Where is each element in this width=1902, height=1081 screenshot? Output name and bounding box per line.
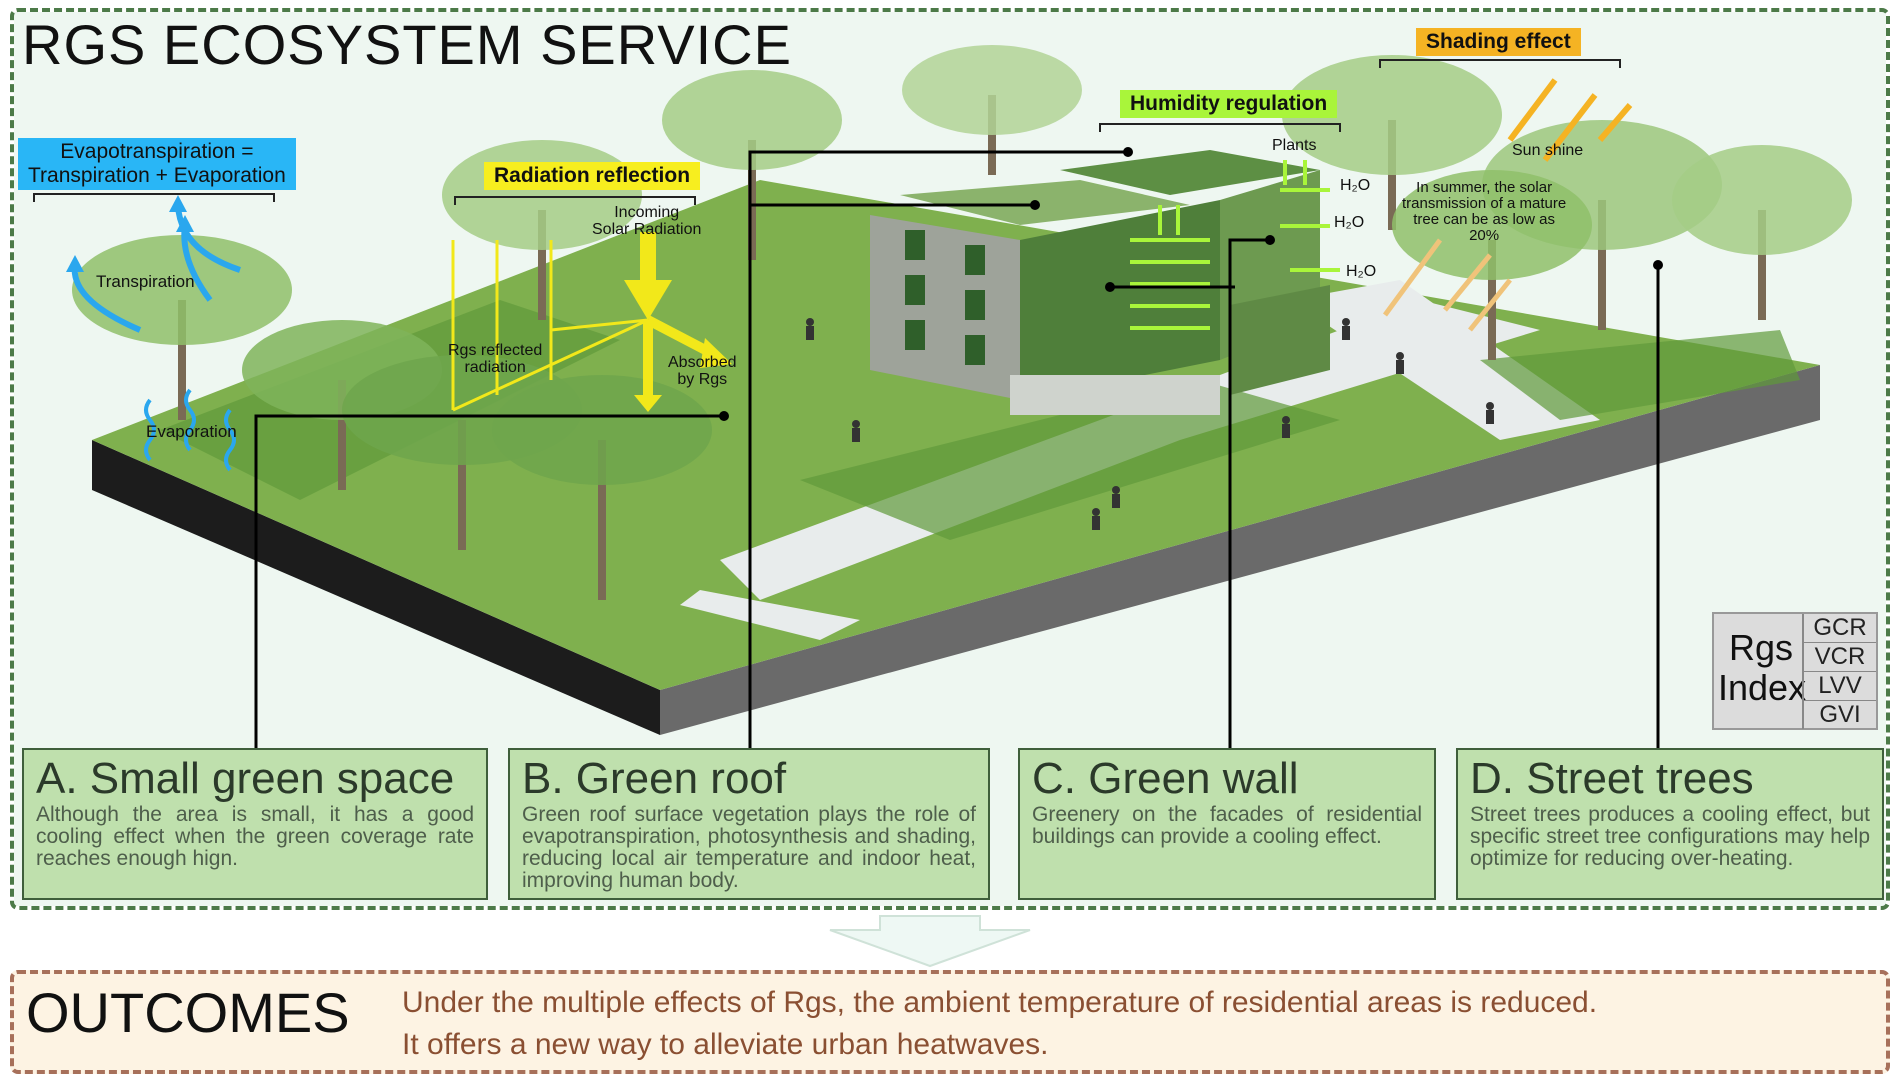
absorbed-line-1: Absorbed: [668, 354, 737, 371]
card-text: Green roof surface vegetation plays the …: [522, 803, 976, 892]
solar-note-line-1: In summer, the solar: [1416, 179, 1553, 196]
transpiration-arrows: [71, 204, 241, 333]
evapotranspiration-tag: Evapotranspiration = Transpiration + Eva…: [18, 138, 296, 190]
humidity-regulation-tag: Humidity regulation: [1120, 90, 1338, 118]
outcomes-title: OUTCOMES: [26, 981, 350, 1044]
rgs-index-item: VCR: [1802, 643, 1876, 672]
outcomes-panel: OUTCOMES Under the multiple effects of R…: [10, 970, 1890, 1074]
evapotranspiration-line-1: Evapotranspiration =: [60, 140, 254, 163]
green-wall-annex: [1230, 285, 1330, 395]
rgs-index-label-line-1: Rgs: [1728, 627, 1794, 668]
reflected-line-1: Rgs reflected: [448, 342, 543, 359]
window: [905, 320, 925, 350]
card-street-trees: D. Street trees Street trees produces a …: [1456, 748, 1884, 900]
card-text: Although the area is small, it has a goo…: [36, 803, 474, 870]
slab-right-face: [660, 365, 1820, 735]
green-roof-top: [1060, 150, 1320, 195]
grass-patch-b: [800, 380, 1340, 540]
rgs-index-list: GCR VCR LVV GVI: [1802, 614, 1876, 729]
card-title: A. Small green space: [36, 754, 455, 803]
shading-effect-tag: Shading effect: [1416, 28, 1581, 56]
card-text: Greenery on the facades of residential b…: [1032, 803, 1422, 848]
path-lower: [680, 590, 860, 640]
evaporation-waves: [144, 388, 236, 472]
path-side: [1290, 280, 1600, 440]
solar-note-line-2: transmission of a mature: [1402, 195, 1567, 212]
rgs-index-item: LVV: [1802, 672, 1876, 701]
window: [965, 335, 985, 365]
slab-left-face: [92, 440, 660, 735]
shading-rays: [1382, 238, 1512, 332]
incoming-radiation-arrow: [624, 232, 672, 320]
rgs-index-item: GVI: [1802, 701, 1876, 729]
evapotranspiration-line-2: Transpiration + Evaporation: [28, 164, 286, 187]
reflected-line-2: radiation: [464, 359, 526, 376]
window: [905, 230, 925, 260]
transpiration-label: Transpiration: [96, 272, 195, 291]
down-arrow: [829, 915, 1031, 968]
h2o-label: H₂O: [1340, 177, 1371, 194]
h2o-label: H₂O: [1346, 263, 1377, 280]
tree-group: [72, 45, 1852, 600]
people-figures: [806, 318, 1494, 530]
leader-lines: [254, 150, 1660, 748]
card-small-green-space: A. Small green space Although the area i…: [22, 748, 488, 900]
outcomes-line-2: It offers a new way to alleviate urban h…: [402, 1028, 1049, 1061]
card-text: Street trees produces a cooling effect, …: [1470, 803, 1870, 870]
card-title: C. Green wall: [1032, 754, 1299, 803]
solar-transmission-note: In summer, the solar transmission of a m…: [1402, 180, 1566, 244]
window: [965, 290, 985, 320]
humidity-arrows: [1130, 160, 1340, 330]
incoming-line-1: Incoming: [614, 204, 680, 221]
leader-dots: [719, 147, 1663, 421]
rgs-index-label: Rgs Index: [1718, 627, 1807, 708]
card-green-roof: B. Green roof Green roof surface vegetat…: [508, 748, 990, 900]
plants-label: Plants: [1272, 137, 1317, 154]
building-ground-floor: [1010, 375, 1220, 415]
green-wall-facade: [1020, 200, 1220, 400]
rgs-index-item: GCR: [1802, 614, 1876, 643]
card-title: D. Street trees: [1470, 754, 1754, 803]
tag-brackets: [33, 59, 1621, 205]
sun-shine-rays: [1507, 78, 1633, 162]
h2o-label: H₂O: [1334, 214, 1365, 231]
rgs-index-table: Rgs Index GCR VCR LVV GVI: [1712, 612, 1878, 730]
card-green-wall: C. Green wall Greenery on the facades of…: [1018, 748, 1436, 900]
sun-shine-label: Sun shine: [1512, 142, 1584, 159]
roof-terrace: [900, 180, 1190, 225]
rgs-index-label-line-2: Index: [1718, 667, 1807, 708]
grass-patch-c: [1480, 330, 1800, 420]
window: [965, 245, 985, 275]
incoming-line-2: Solar Radiation: [592, 221, 702, 238]
absorbed-line-2: by Rgs: [677, 371, 728, 388]
reflected-rays: [451, 240, 649, 412]
incoming-radiation-label: Incoming Solar Radiation: [592, 204, 701, 238]
window: [905, 275, 925, 305]
outcomes-line-1: Under the multiple effects of Rgs, the a…: [402, 986, 1598, 1019]
absorbed-label: Absorbed by Rgs: [668, 354, 737, 388]
card-title: B. Green roof: [522, 754, 787, 803]
arrowheads: [66, 195, 194, 272]
page-title: RGS ECOSYSTEM SERVICE: [22, 13, 792, 76]
evaporation-label: Evaporation: [146, 422, 237, 441]
ecosystem-frame: [10, 8, 1890, 910]
solar-note-line-4: 20%: [1469, 227, 1500, 244]
radiation-reflection-tag: Radiation reflection: [484, 162, 701, 190]
reflected-radiation-label: Rgs reflected radiation: [448, 342, 542, 376]
solar-note-line-3: tree can be as low as: [1413, 211, 1555, 228]
